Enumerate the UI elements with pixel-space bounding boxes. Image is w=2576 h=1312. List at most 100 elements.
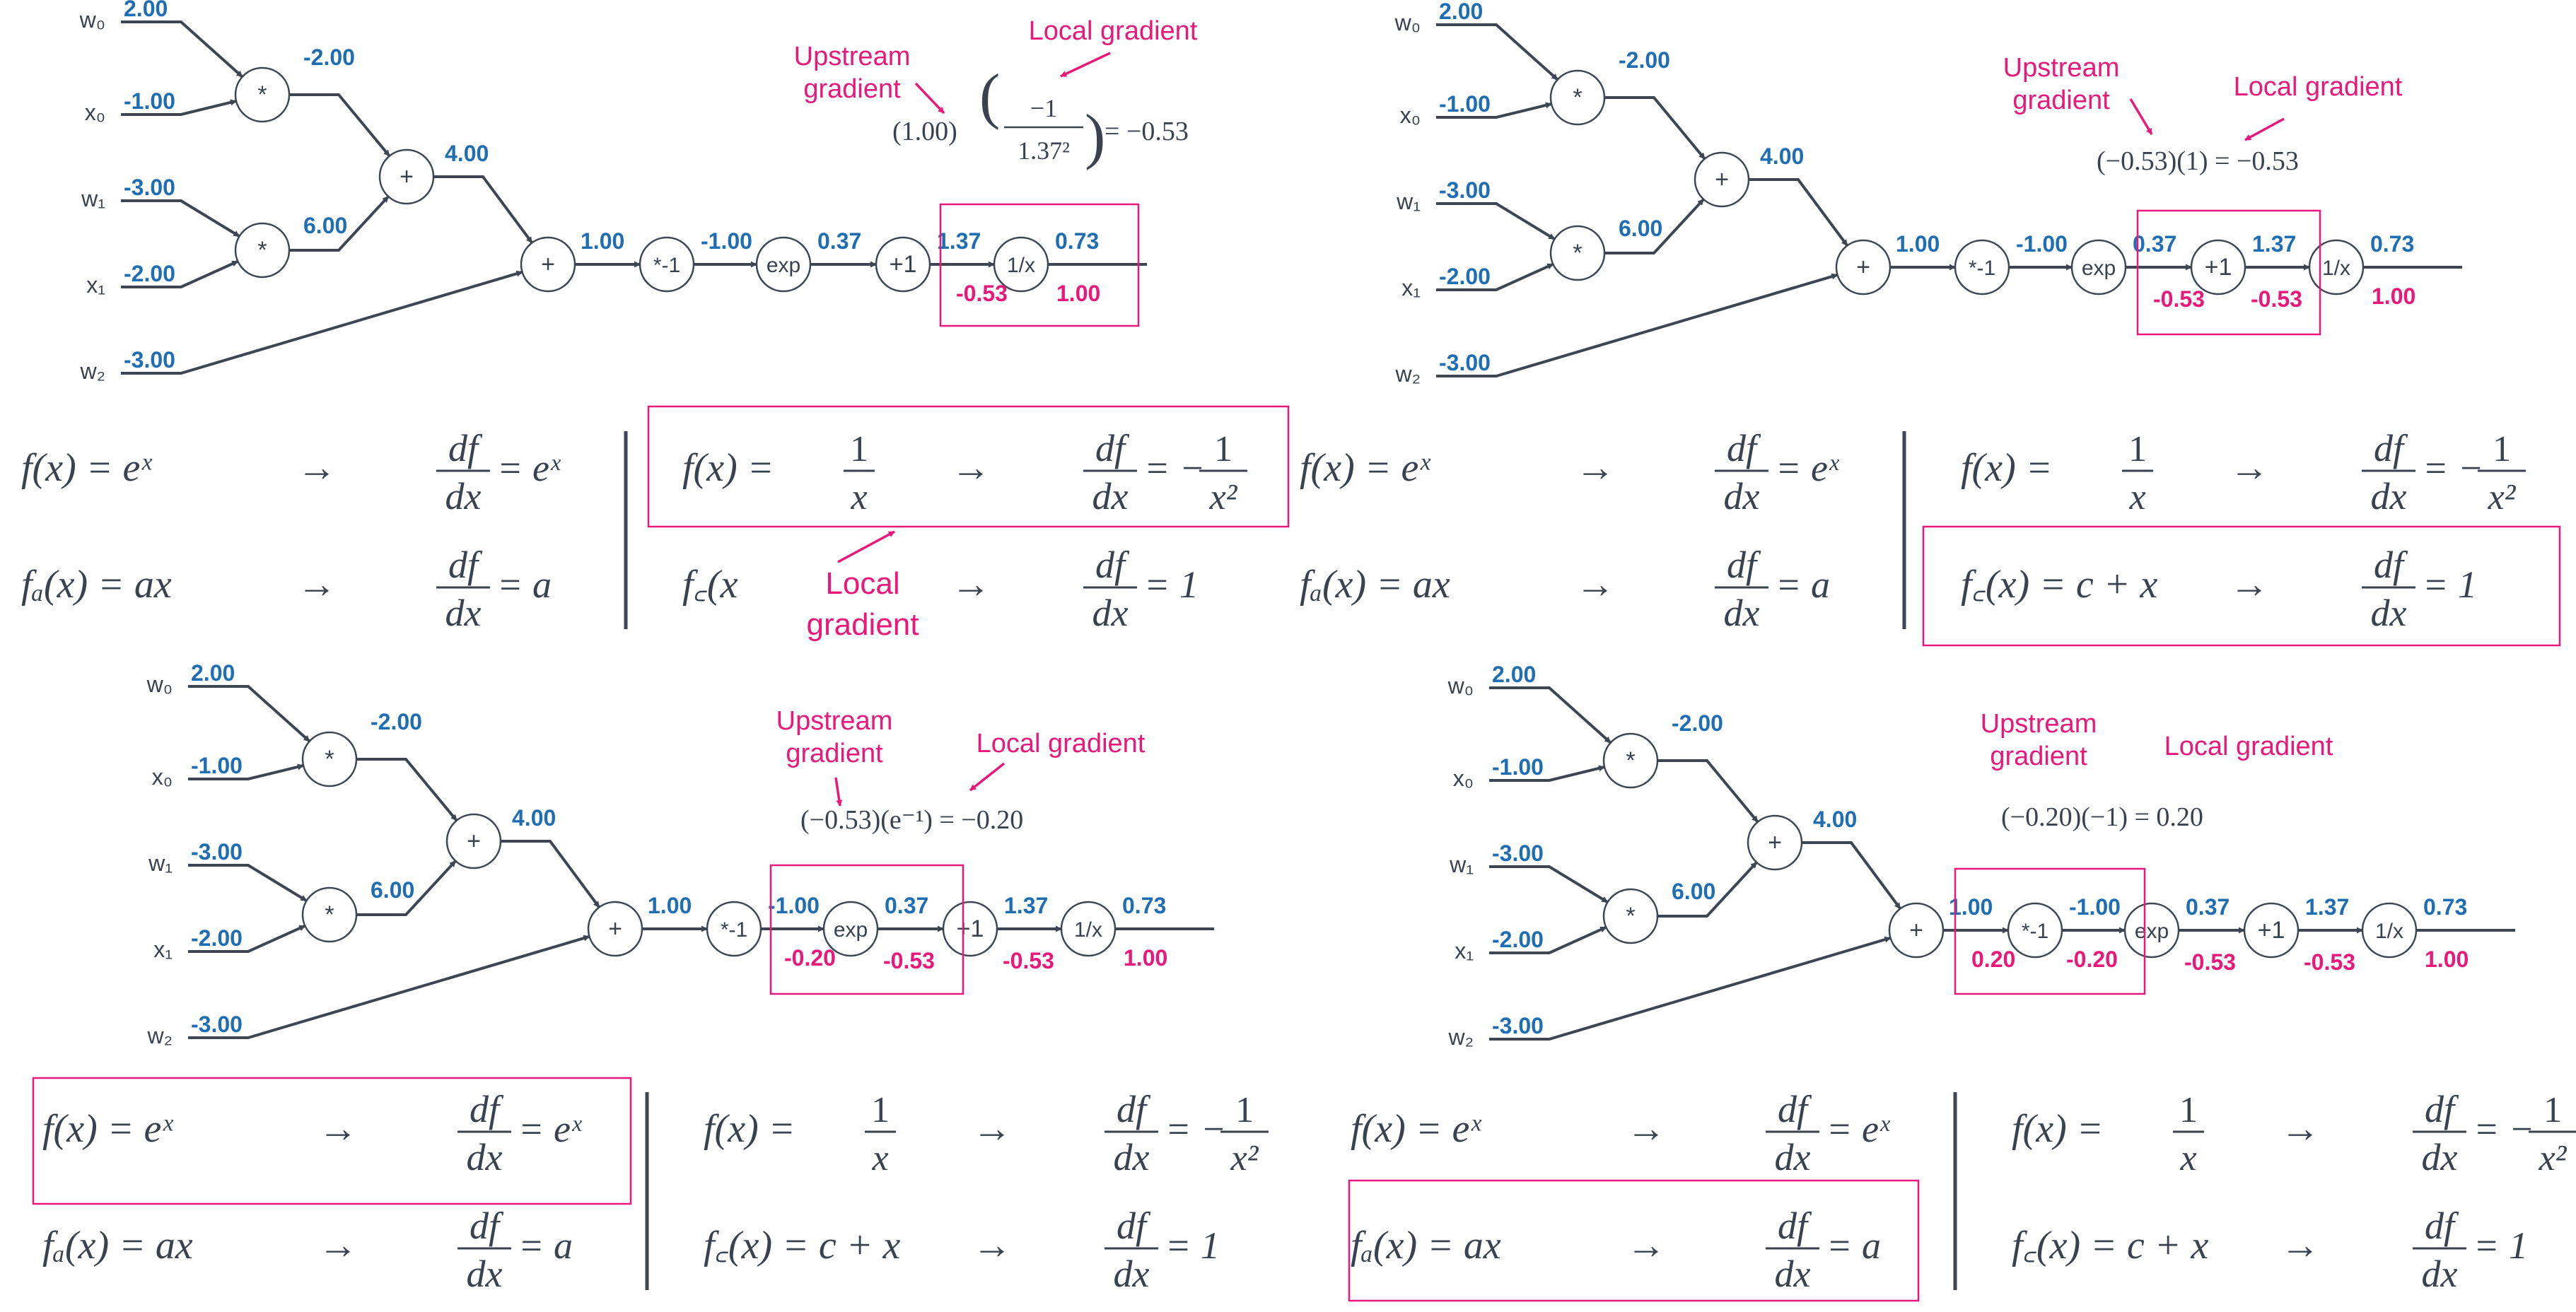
- node-add0: [378, 148, 435, 205]
- gradient-neg_in: 0.20: [1971, 947, 2015, 972]
- gradient-plus1_out: -0.53: [2251, 286, 2302, 312]
- local-gradient-annotation: gradient: [806, 607, 919, 642]
- node-plus1: [942, 901, 998, 957]
- node-exp: [822, 901, 879, 957]
- node-label-add0: +: [400, 163, 414, 190]
- node-add0: [1747, 814, 1803, 871]
- node-label-add0: +: [1768, 829, 1782, 856]
- formula-highlight-3: [32, 1077, 632, 1205]
- forward-value-mul1: 6.00: [1619, 216, 1662, 241]
- deriv-recip-den2: x²: [2488, 477, 2517, 517]
- edge-mul1-add0: [1657, 861, 1758, 918]
- formula-scale: fₐ(x) = ax: [42, 1224, 193, 1267]
- upstream-arrow-2: [2129, 98, 2153, 135]
- node-recip: [2308, 239, 2365, 295]
- formula-exp: f(x) = eˣ: [1300, 446, 1430, 490]
- node-mul1: [1549, 225, 1606, 281]
- input-label-w1: w₁: [148, 850, 173, 876]
- forward-value-exp: 0.37: [885, 893, 928, 918]
- deriv-exp-df: df: [448, 427, 483, 469]
- formula-const: f꜀(x) = c + x: [1961, 563, 2158, 607]
- forward-value-add0: 4.00: [1813, 807, 1857, 832]
- node-plus1: [2190, 239, 2246, 295]
- deriv-exp-df: df: [1778, 1088, 1812, 1130]
- node-label-add1: +: [608, 915, 622, 942]
- arrow-scale: →: [297, 563, 337, 607]
- gradient-recip_out: 1.00: [2372, 283, 2415, 309]
- local-label-2: Local gradient: [2234, 72, 2403, 102]
- forward-value-neg: -1.00: [2069, 894, 2121, 920]
- forward-value-mul0: -2.00: [371, 709, 422, 734]
- formula-recip: f(x) =: [2012, 1107, 2104, 1151]
- formula-exp: f(x) = eˣ: [21, 446, 152, 490]
- forward-value-plus1: 1.37: [1004, 893, 1048, 918]
- forward-value-plus1: 1.37: [2305, 894, 2349, 920]
- deriv-exp-dx: dx: [445, 475, 482, 517]
- forward-value-exp: 0.37: [817, 228, 861, 254]
- recip-frac-den: x: [871, 1138, 888, 1178]
- formula-highlight-2: [1922, 525, 2561, 647]
- upstream-label-1: gradient: [803, 74, 901, 104]
- edge-mul0-add0: [1604, 96, 1706, 160]
- node-neg: [706, 901, 762, 957]
- deriv-const-df: df: [1117, 1205, 1151, 1247]
- deriv-scale-dx: dx: [1724, 592, 1760, 634]
- input-value-w1: -3.00: [191, 839, 243, 865]
- forward-value-recip: 0.73: [2423, 894, 2467, 920]
- node-label-exp: exp: [834, 918, 868, 942]
- node-add0: [1694, 151, 1750, 208]
- equation-4: (−0.20)(−1) = 0.20: [2001, 802, 2203, 832]
- input-value-w0: 2.00: [1439, 0, 1483, 24]
- deriv-scale-dx: dx: [445, 592, 482, 634]
- deriv-scale-rhs: = a: [1826, 1224, 1881, 1267]
- input-value-w2: -3.00: [124, 347, 175, 373]
- input-label-w1: w₁: [1396, 189, 1421, 214]
- input-value-w0: 2.00: [191, 660, 235, 686]
- input-label-w0: w₀: [146, 672, 173, 697]
- deriv-recip-rhs: = −: [2473, 1108, 2534, 1150]
- forward-value-neg: -1.00: [768, 893, 820, 918]
- input-value-x1: -2.00: [1439, 264, 1491, 289]
- arrow-recip: →: [951, 446, 991, 490]
- forward-value-plus1: 1.37: [2252, 231, 2296, 257]
- arrow-exp: →: [297, 446, 337, 490]
- deriv-exp-dx: dx: [1775, 1136, 1811, 1178]
- equation-1-post: = −0.53: [1105, 117, 1189, 146]
- edge-w1-mul: [121, 199, 240, 238]
- formula-scale: fₐ(x) = ax: [1300, 563, 1450, 607]
- deriv-recip-rhs: = −: [1165, 1108, 1226, 1150]
- deriv-const-rhs: = 1: [2423, 563, 2477, 606]
- forward-value-plus1: 1.37: [937, 228, 981, 254]
- node-label-mul0: *: [325, 746, 334, 773]
- deriv-recip-df: df: [1095, 427, 1130, 469]
- arrow-const: →: [2230, 563, 2269, 607]
- node-label-add1: +: [1856, 254, 1870, 281]
- gradient-exp_out: -0.53: [2184, 949, 2236, 975]
- local-label-3: Local gradient: [977, 729, 1146, 758]
- input-label-x1: x₁: [1401, 275, 1421, 300]
- node-label-neg: *-1: [2022, 920, 2048, 943]
- forward-value-mul0: -2.00: [303, 45, 355, 70]
- deriv-recip-den2: x²: [1230, 1138, 1259, 1178]
- edge-mul0-add0: [1657, 759, 1759, 824]
- edge-mul1-add0: [289, 195, 390, 252]
- deriv-exp-dx: dx: [467, 1136, 503, 1178]
- edge-w0-mul: [1436, 23, 1559, 81]
- equation-1-den: 1.37²: [1018, 136, 1070, 165]
- annotation-bg: [781, 544, 940, 650]
- deriv-exp-dx: dx: [1724, 475, 1760, 517]
- node-label-recip: 1/x: [1074, 918, 1102, 942]
- upstream-label-2: Upstream: [2003, 53, 2120, 83]
- node-neg: [2007, 902, 2063, 959]
- edge-x1-mul: [1436, 262, 1554, 291]
- recip-frac-num: 1: [2128, 429, 2147, 469]
- deriv-recip-dx: dx: [2422, 1136, 2458, 1178]
- node-label-add1: +: [1909, 917, 1923, 944]
- input-label-w2: w₂: [1394, 361, 1421, 387]
- forward-value-add1: 1.00: [1896, 231, 1940, 257]
- edge-w2-add1: [1489, 936, 1892, 1041]
- forward-value-neg: -1.00: [701, 228, 752, 254]
